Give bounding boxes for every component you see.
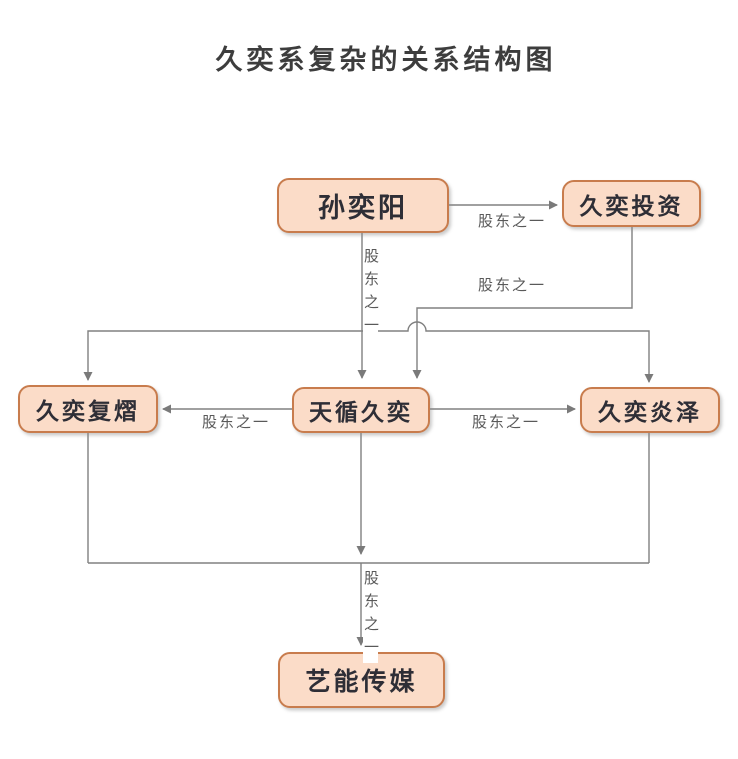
node-sun-yiyang: 孙奕阳 [277,178,449,233]
node-jiuyi-yanze: 久奕炎泽 [580,387,720,433]
page-title: 久奕系复杂的关系结构图 [215,45,557,76]
edge-touzi-to-tianxun [412,226,633,379]
node-tianxun-jiuyi: 天循久奕 [292,387,430,433]
node-jiuyi-fuyi: 久奕复熠 [18,385,158,433]
node-label: 久奕炎泽 [598,399,702,426]
node-label: 天循久奕 [309,399,413,426]
node-jiuyi-touzi: 久奕投资 [562,180,701,227]
edge-label-merge-yineng: 股东之一 [362,569,380,663]
edge-label-touzi-tianxun: 股东之一 [477,276,548,294]
edge-label-sun-tianxun: 股东之一 [362,247,380,341]
node-yineng-chuanmei: 艺能传媒 [278,652,445,708]
node-label: 孙奕阳 [318,193,408,224]
edge-label-tianxun-yanze: 股东之一 [471,413,542,431]
node-label: 艺能传媒 [305,667,418,696]
node-label: 久奕投资 [579,192,684,220]
edge-label-sun-touzi: 股东之一 [477,212,548,230]
node-label: 久奕复熠 [36,398,140,425]
edge-label-tianxun-fuxi: 股东之一 [201,413,272,431]
